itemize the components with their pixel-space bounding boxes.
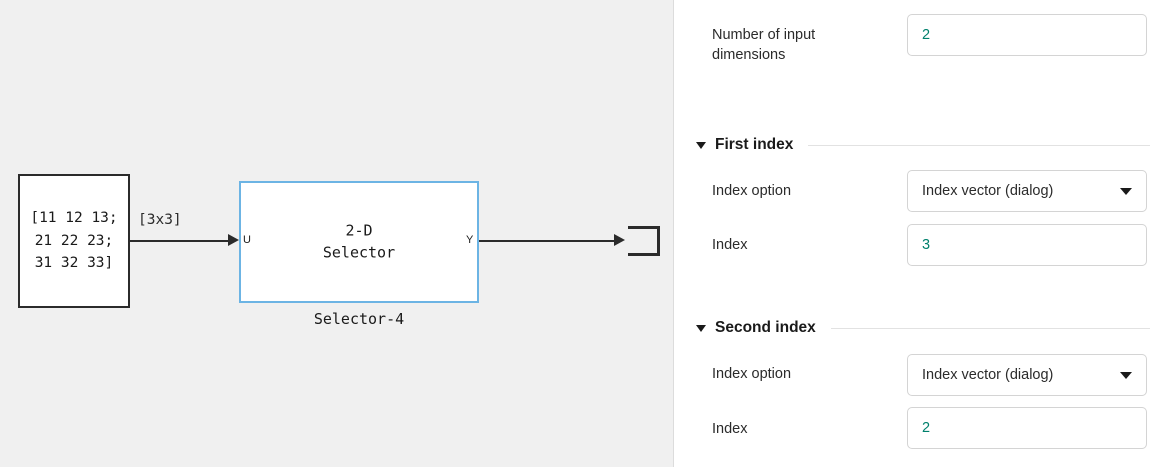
signal-dimension-label: [3x3] xyxy=(138,212,182,228)
block-diagram-canvas[interactable]: [11 12 13; 21 22 23; 31 32 33] [3x3] 2-D… xyxy=(0,0,674,467)
chevron-down-icon xyxy=(1120,371,1132,379)
matrix-line-1: [11 12 13; xyxy=(30,210,118,227)
matrix-line-2: 21 22 23; xyxy=(34,232,114,249)
constant-matrix-block[interactable]: [11 12 13; 21 22 23; 31 32 33] xyxy=(18,174,130,308)
selector-block-caption: Selector-4 xyxy=(313,310,405,328)
second-index-option-label: Index option xyxy=(712,366,792,382)
num-input-dimensions-input[interactable]: 2 xyxy=(907,14,1147,56)
second-index-input[interactable]: 2 xyxy=(907,407,1147,449)
second-index-label: Index xyxy=(712,421,748,437)
first-index-option-label: Index option xyxy=(712,183,792,199)
first-index-value: 3 xyxy=(922,237,931,253)
second-index-value: 2 xyxy=(922,420,931,436)
chevron-down-icon xyxy=(1120,187,1132,195)
second-index-option-value: Index vector (dialog) xyxy=(922,367,1054,383)
selector-output-port-label: Y xyxy=(466,234,474,246)
second-index-option-dropdown[interactable]: Index vector (dialog) xyxy=(907,354,1147,396)
num-input-dimensions-label: Number of input dimensions xyxy=(712,27,816,63)
signal-arrow-output-icon xyxy=(614,234,625,246)
property-inspector-panel: Number of input dimensions 2 First index… xyxy=(674,0,1156,467)
selector-input-port-label: U xyxy=(243,234,251,246)
terminator-block[interactable] xyxy=(628,226,660,256)
section-title-second-index: Second index xyxy=(715,319,816,336)
signal-wire-output[interactable] xyxy=(479,240,617,242)
section-title-first-index: First index xyxy=(715,136,794,153)
section-header-second-index[interactable]: Second index xyxy=(696,319,1150,337)
chevron-down-icon xyxy=(696,324,706,332)
signal-arrow-input-icon xyxy=(228,234,239,246)
first-index-option-value: Index vector (dialog) xyxy=(922,183,1054,199)
selector-block[interactable]: 2-D Selector xyxy=(239,181,479,303)
section-divider xyxy=(808,144,1150,146)
first-index-label: Index xyxy=(712,237,748,253)
section-header-first-index[interactable]: First index xyxy=(696,136,1150,154)
section-divider xyxy=(830,327,1150,329)
num-input-dimensions-value: 2 xyxy=(922,27,931,43)
selector-block-title: 2-D Selector xyxy=(322,221,396,261)
signal-wire-input[interactable] xyxy=(130,240,230,242)
chevron-down-icon xyxy=(696,141,706,149)
first-index-input[interactable]: 3 xyxy=(907,224,1147,266)
matrix-line-3: 31 32 33] xyxy=(34,255,114,272)
first-index-option-dropdown[interactable]: Index vector (dialog) xyxy=(907,170,1147,212)
